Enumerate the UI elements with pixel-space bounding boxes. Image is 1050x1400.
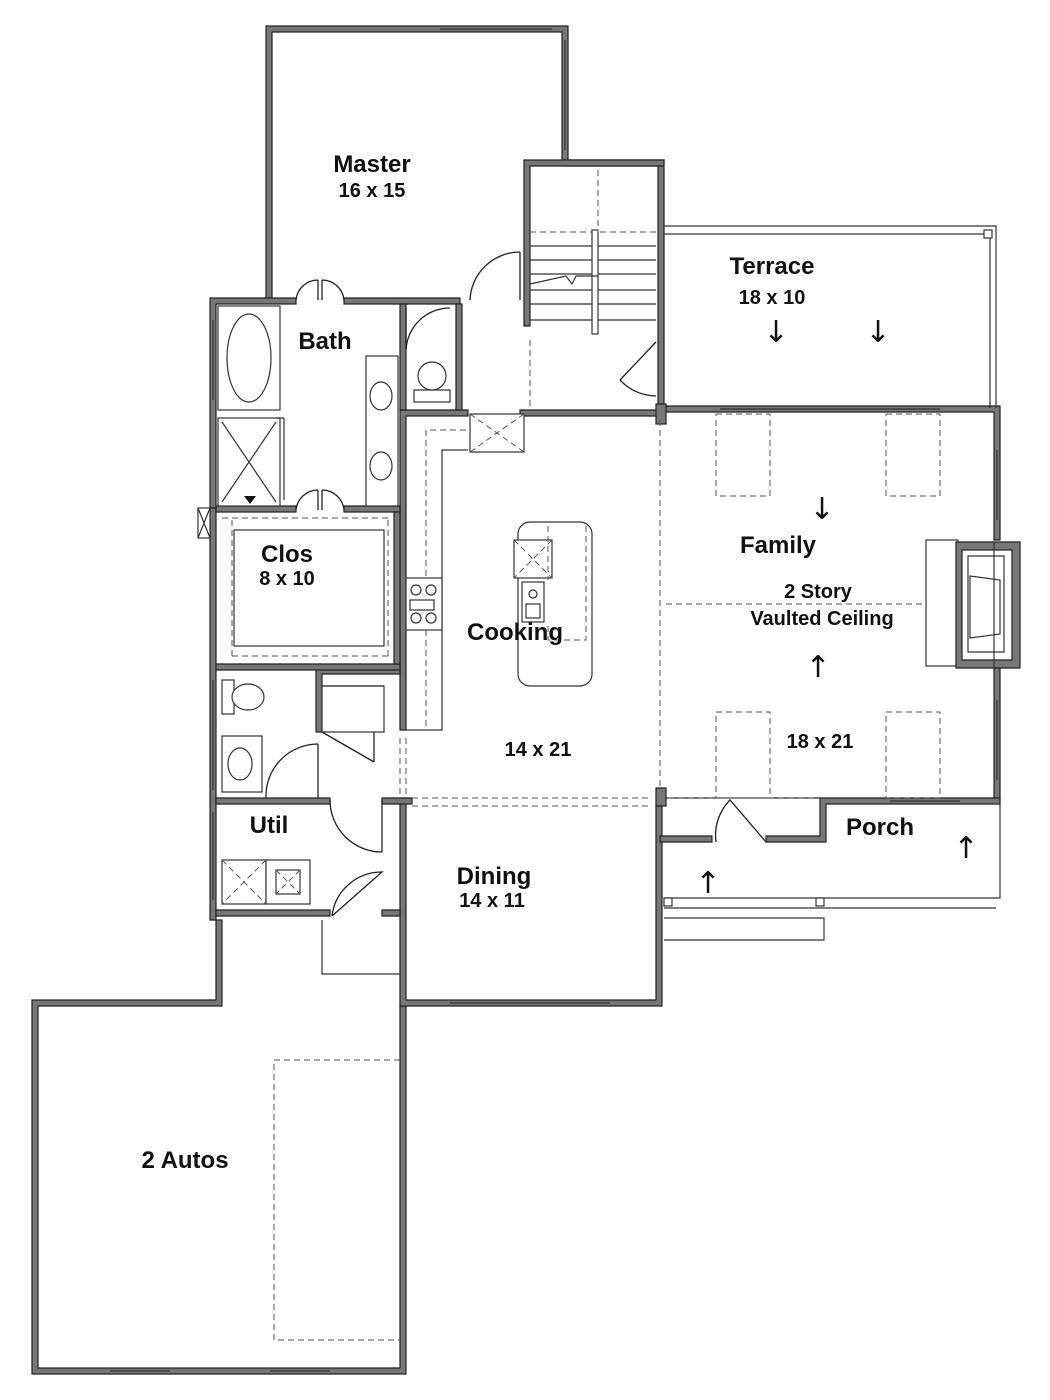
slope-arrows: ↓ ↓ ↓ ↑ ↑ ↑ [695, 315, 978, 901]
dining-dims: 14 x 11 [459, 890, 525, 912]
porch-arrow-up-icon: ↑ [695, 866, 720, 901]
family-arrow-up-icon: ↑ [805, 650, 830, 685]
porch-label: Porch [846, 814, 914, 841]
terrace-dims: 18 x 10 [739, 287, 806, 309]
garage-label: 2 Autos [141, 1147, 228, 1174]
util-label: Util [250, 812, 289, 839]
doors [265, 251, 767, 917]
garage-details [273, 738, 407, 1341]
family-label: Family [740, 532, 817, 559]
closet-label: Clos [261, 541, 313, 568]
master-label: Master [333, 151, 410, 178]
family-note-line1: 2 Story [784, 581, 853, 603]
closet-shelving [222, 517, 392, 733]
stairs [529, 170, 656, 410]
cooking-label: Cooking [467, 619, 563, 646]
bath-label: Bath [298, 328, 351, 355]
master-dims: 16 x 15 [339, 180, 406, 202]
room-labels: Master 16 x 15 Terrace 18 x 10 Bath Clos… [141, 151, 914, 1174]
bath-fixtures [197, 305, 451, 905]
family-note-line2: Vaulted Ceiling [750, 608, 893, 630]
family-arrow-down-icon: ↓ [809, 492, 834, 527]
terrace-arrow-down-icon: ↓ [865, 315, 890, 350]
terrace-arrow-down-icon: ↓ [763, 315, 788, 350]
windows [110, 28, 998, 1372]
outdoor-outlines [663, 225, 1001, 941]
dining-label: Dining [457, 863, 532, 890]
family-room-details [412, 413, 1021, 807]
kitchen [405, 413, 593, 731]
porch-arrow-up-icon: ↑ [953, 831, 978, 866]
terrace-label: Terrace [730, 253, 815, 280]
family-dims: 18 x 21 [787, 731, 854, 753]
closet-dims: 8 x 10 [259, 568, 315, 590]
cooking-dims: 14 x 21 [505, 739, 572, 761]
